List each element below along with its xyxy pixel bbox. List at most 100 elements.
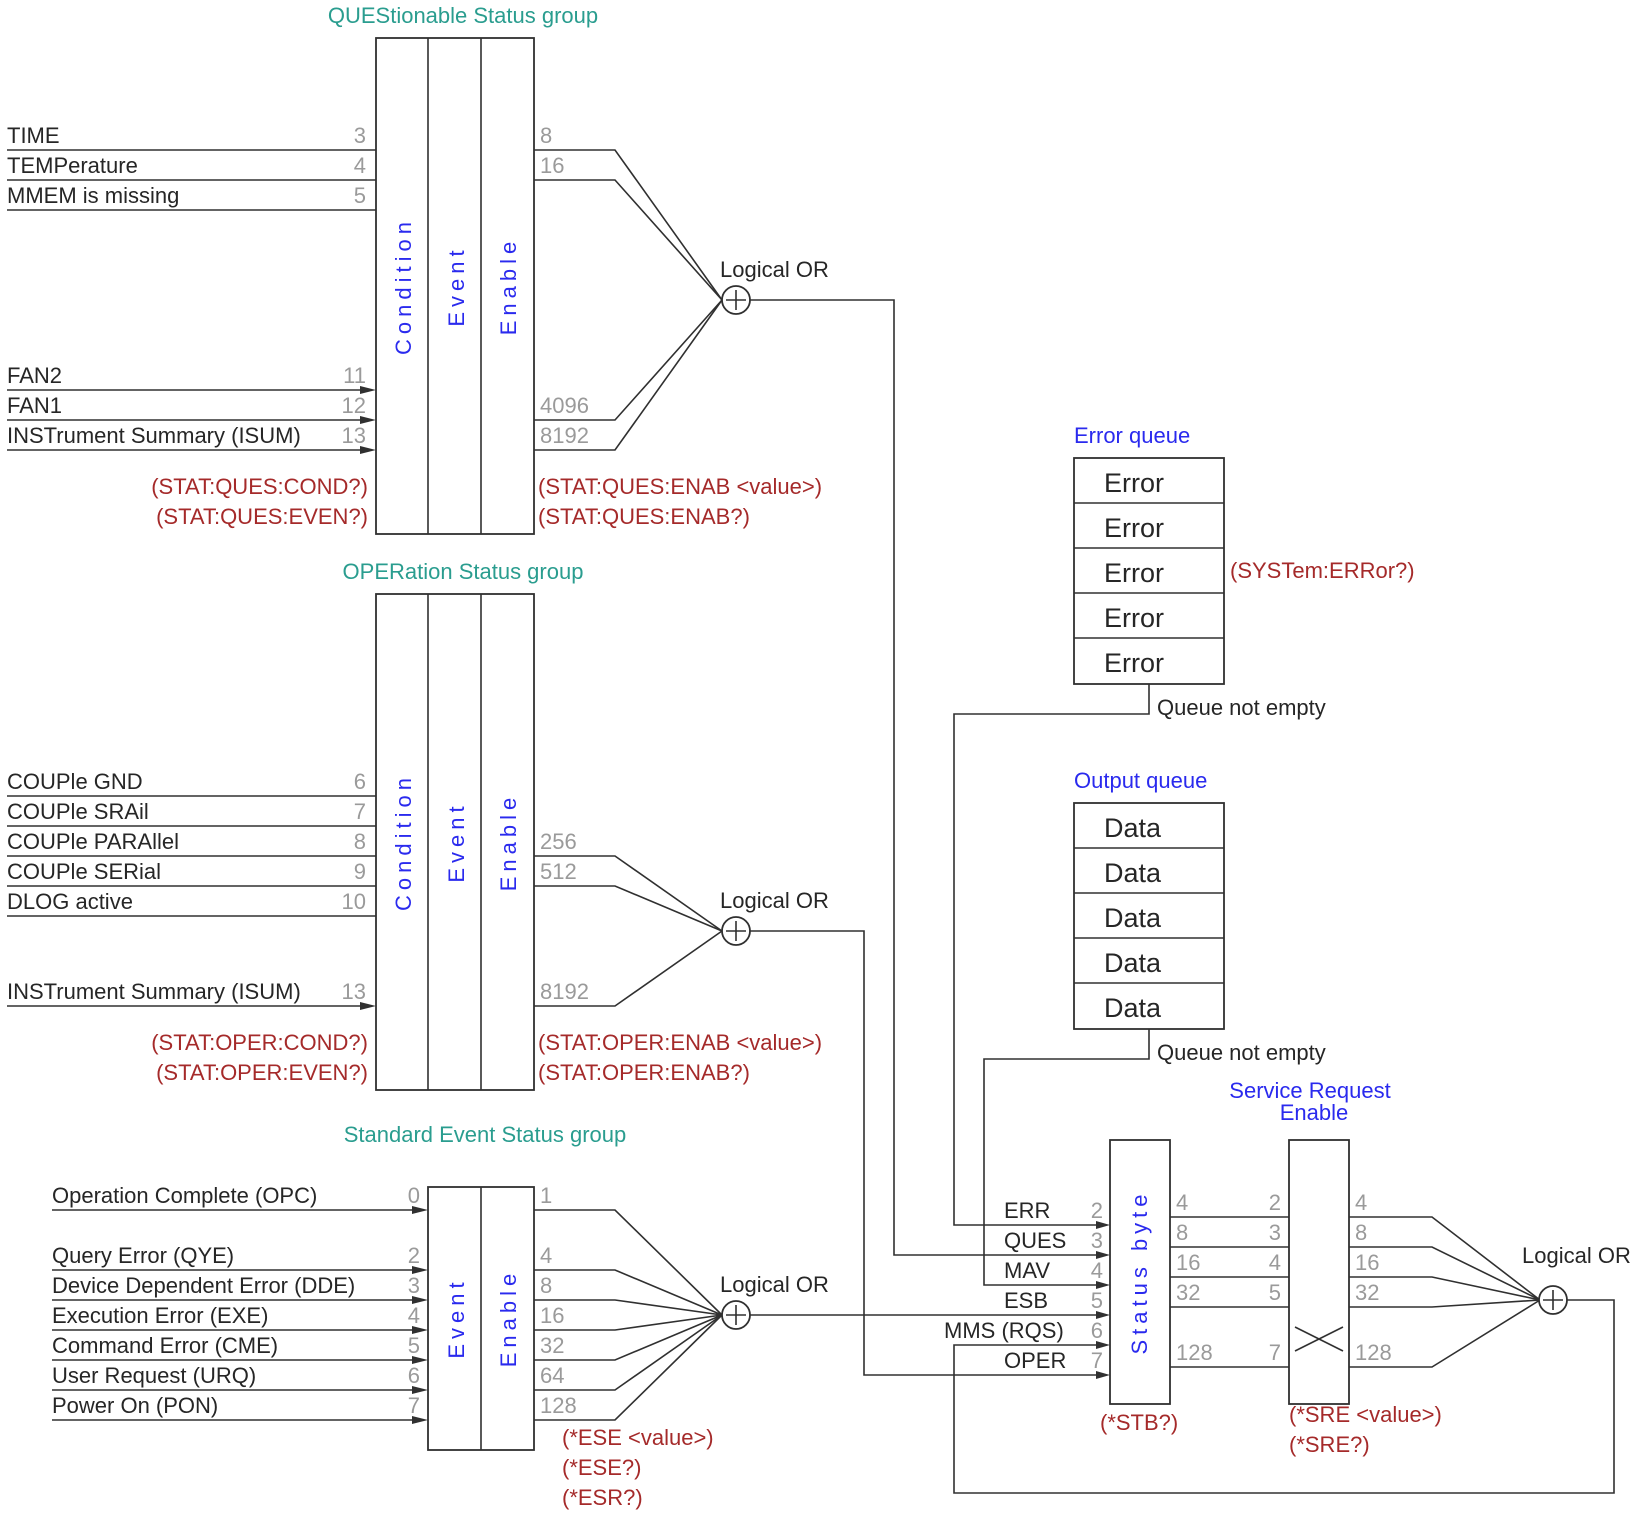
questionable-condition-label: Condition [391, 217, 416, 355]
questionable-output-16: 16 [540, 153, 564, 178]
standard-event-output-128: 128 [540, 1393, 577, 1418]
status-byte-output-8: 8 [1176, 1220, 1188, 1245]
questionable-input-temperature: TEMPerature 4 [7, 153, 376, 181]
input-bit: 4 [354, 153, 366, 178]
sre-output-4: 4 [1355, 1190, 1367, 1215]
output-queue-item: Data [1104, 813, 1162, 843]
sre-logical-or: Logical OR [1522, 1243, 1631, 1315]
sre-output-128: 128 [1355, 1340, 1392, 1365]
input-label: MMEM is missing [7, 183, 179, 208]
status-byte-input-ques: QUES [1004, 1228, 1066, 1253]
status-byte-output-128: 128 [1176, 1340, 1213, 1365]
or-label: Logical OR [1522, 1243, 1631, 1268]
standard-event-input-qye: Query Error (QYE) 2 [52, 1243, 428, 1274]
questionable-register-box [375, 37, 535, 535]
sre-title-line2: Enable [1280, 1100, 1349, 1125]
error-queue-item: Error [1104, 648, 1164, 678]
questionable-cmd-cond: (STAT:QUES:COND?) [151, 474, 368, 499]
input-label: COUPle SRAil [7, 799, 149, 824]
input-bit: 11 [343, 363, 366, 388]
status-byte: Status byte ERR 2 QUES 3 MAV 4 ESB 5 MMS… [944, 1139, 1213, 1435]
operation-input-couple-parallel: COUPle PARAllel 8 [7, 829, 376, 857]
error-queue-item: Error [1104, 558, 1164, 588]
input-bit: 13 [342, 423, 366, 448]
operation-output-256: 256 [540, 829, 577, 854]
operation-status-group: OPERation Status group Condition Event E… [7, 559, 829, 1091]
output-queue-item: Data [1104, 993, 1162, 1023]
input-bit: 6 [354, 769, 366, 794]
operation-input-couple-srail: COUPle SRAil 7 [7, 799, 376, 827]
status-byte-bit-6: 6 [1091, 1318, 1103, 1343]
questionable-input-isum: INSTrument Summary (ISUM) 13 [7, 423, 376, 454]
input-label: INSTrument Summary (ISUM) [7, 979, 301, 1004]
error-queue-title: Error queue [1074, 423, 1190, 448]
questionable-group-title: QUEStionable Status group [328, 3, 598, 28]
questionable-event-label: Event [444, 245, 469, 326]
standard-event-logical-or: Logical OR [720, 1272, 829, 1330]
status-byte-output-4: 4 [1176, 1190, 1188, 1215]
input-label: TEMPerature [7, 153, 138, 178]
input-label: INSTrument Summary (ISUM) [7, 423, 301, 448]
sre-output-16: 16 [1355, 1250, 1379, 1275]
standard-event-output-4: 4 [540, 1243, 552, 1268]
standard-event-input-urq: User Request (URQ) 6 [52, 1363, 428, 1394]
questionable-logical-or: Logical OR [720, 257, 829, 315]
error-queue: Error queue Error Error Error Error Erro… [953, 423, 1415, 1229]
operation-input-couple-serial: COUPle SERial 9 [7, 859, 376, 887]
questionable-enable-label: Enable [496, 237, 521, 336]
input-label: FAN2 [7, 363, 62, 388]
standard-event-output-16: 16 [540, 1303, 564, 1328]
standard-event-cmd-esr-query: (*ESR?) [562, 1485, 643, 1510]
output-queue-item: Data [1104, 948, 1162, 978]
questionable-output-4096: 4096 [540, 393, 589, 418]
input-label: Query Error (QYE) [52, 1243, 234, 1268]
status-byte-output-32: 32 [1176, 1280, 1200, 1305]
input-bit: 2 [408, 1243, 420, 1268]
operation-cmd-enab-set: (STAT:OPER:ENAB <value>) [538, 1030, 822, 1055]
output-queue-box [1073, 802, 1225, 1030]
output-queue-status: Queue not empty [1157, 1040, 1326, 1065]
operation-register-box [375, 593, 535, 1091]
service-request-enable: Service Request Enable 2 3 4 5 7 4 8 16 … [1229, 1078, 1631, 1457]
sre-input-2: 2 [1269, 1190, 1281, 1215]
or-label: Logical OR [720, 1272, 829, 1297]
status-byte-bit-7: 7 [1091, 1348, 1103, 1373]
standard-event-output-8: 8 [540, 1273, 552, 1298]
input-label: Command Error (CME) [52, 1333, 278, 1358]
questionable-status-group: QUEStionable Status group Condition Even… [7, 3, 829, 535]
operation-input-dlog-active: DLOG active 10 [7, 889, 376, 917]
standard-event-cmd-ese-set: (*ESE <value>) [562, 1425, 714, 1450]
operation-logical-or: Logical OR [720, 888, 829, 946]
error-queue-item: Error [1104, 513, 1164, 543]
questionable-input-time: TIME 3 [7, 123, 376, 151]
status-byte-input-esb: ESB [1004, 1288, 1048, 1313]
input-bit: 3 [354, 123, 366, 148]
or-label: Logical OR [720, 257, 829, 282]
questionable-input-fan1: FAN1 12 [7, 393, 376, 424]
standard-event-input-exe: Execution Error (EXE) 4 [52, 1303, 428, 1334]
input-label: FAN1 [7, 393, 62, 418]
output-queue: Output queue Data Data Data Data Data Qu… [983, 768, 1326, 1289]
sre-input-5: 5 [1269, 1280, 1281, 1305]
sre-cmd-query: (*SRE?) [1289, 1432, 1370, 1457]
error-queue-item: Error [1104, 468, 1164, 498]
status-byte-input-mms: MMS (RQS) [944, 1318, 1064, 1343]
ques-summary-wire [750, 299, 1098, 1256]
sre-cmd-set: (*SRE <value>) [1289, 1402, 1442, 1427]
standard-event-cmd-ese-query: (*ESE?) [562, 1455, 641, 1480]
status-byte-input-oper: OPER [1004, 1348, 1066, 1373]
status-byte-input-mav: MAV [1004, 1258, 1050, 1283]
status-byte-box [1109, 1139, 1171, 1405]
status-byte-bit-5: 5 [1091, 1288, 1103, 1313]
input-bit: 12 [342, 393, 366, 418]
operation-cmd-cond: (STAT:OPER:COND?) [151, 1030, 368, 1055]
input-bit: 7 [408, 1393, 420, 1418]
input-label: Execution Error (EXE) [52, 1303, 268, 1328]
input-bit: 7 [354, 799, 366, 824]
input-label: COUPle GND [7, 769, 143, 794]
operation-input-isum: INSTrument Summary (ISUM) 13 [7, 979, 376, 1010]
input-label: DLOG active [7, 889, 133, 914]
error-queue-box [1073, 457, 1225, 685]
input-label: Device Dependent Error (DDE) [52, 1273, 355, 1298]
